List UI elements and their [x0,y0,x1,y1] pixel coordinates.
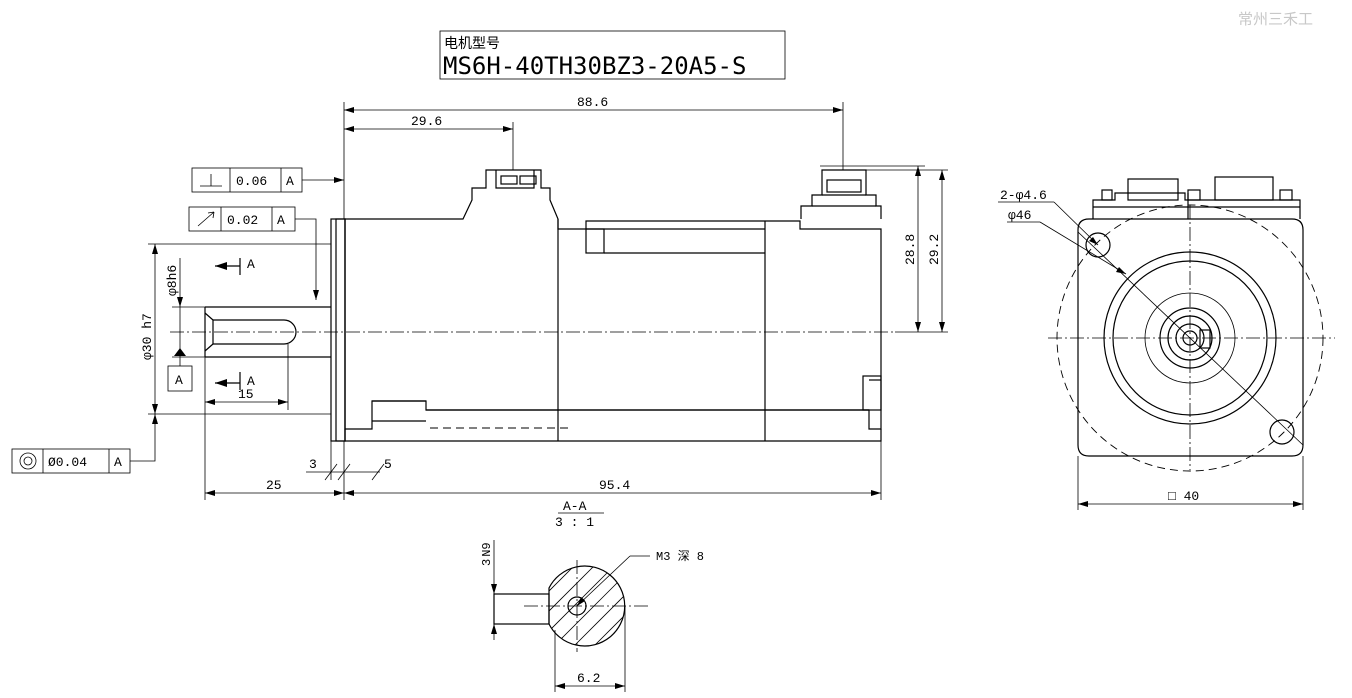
perpendicularity-icon [200,174,222,187]
dim-flat-width: 6.2 [577,671,600,686]
datum-a-label: A [175,373,183,388]
model-value: MS6H-40TH30BZ3-20A5-S [443,52,746,80]
dim-shaft-length: 25 [266,478,282,493]
concentricity-icon [19,452,37,470]
dim-flange-square: □ 40 [1168,489,1199,504]
front-view-dimensions: 2-φ4.6 φ46 □ 40 [998,188,1304,510]
tol-concentricity-datum: A [114,455,122,470]
perpendicularity-frame: 0.06 A [191,167,344,193]
tol-perpendicularity-value: 0.06 [236,174,267,189]
dim-height-a: 28.8 [903,234,918,265]
model-label: 电机型号 [444,36,500,52]
dim-tapped-hole: M3 深 8 [656,549,704,564]
concentricity-frame: Ø0.04 A [11,414,158,474]
dim-mount-holes: 2-φ4.6 [1000,188,1047,203]
dim-key-height: 3N9 [480,542,494,566]
section-arrows: A A [215,257,255,390]
runout-frame: 0.02 A [188,206,319,300]
dim-connector-offset: 29.6 [411,114,442,129]
section-arrow-label-bottom: A [247,374,255,389]
dim-height-b: 29.2 [927,234,942,265]
section-scale: 3 : 1 [555,515,594,530]
dim-bolt-circle: φ46 [1008,208,1031,223]
section-arrow-label-top: A [247,257,255,272]
tol-perpendicularity-datum: A [286,174,294,189]
dim-shaft-diameter: φ8h6 [165,265,180,296]
datum-a: A [167,348,193,392]
watermark-text: 常州三禾工 [1238,10,1313,28]
model-number-box: 电机型号 MS6H-40TH30BZ3-20A5-S [439,30,786,80]
dim-key-length: 15 [238,387,254,402]
side-view-dimensions: 88.6 29.6 28.8 29.2 φ30 h7 φ8h6 15 [140,95,948,500]
tol-runout-datum: A [277,213,285,228]
side-view [170,169,895,442]
tol-runout-value: 0.02 [227,213,258,228]
dim-overall-length: 88.6 [577,95,608,110]
dim-pilot-diameter: φ30 h7 [140,313,155,360]
front-view [1048,176,1335,472]
dim-body-length: 95.4 [599,478,630,493]
dim-flange-thickness: 3 [309,457,317,472]
section-aa: A-A 3 : 1 3N9 [480,499,704,692]
section-label: A-A [563,499,587,514]
runout-icon [197,211,215,227]
dim-pilot-depth: 5 [384,457,392,472]
tol-concentricity-value: Ø0.04 [48,455,87,470]
